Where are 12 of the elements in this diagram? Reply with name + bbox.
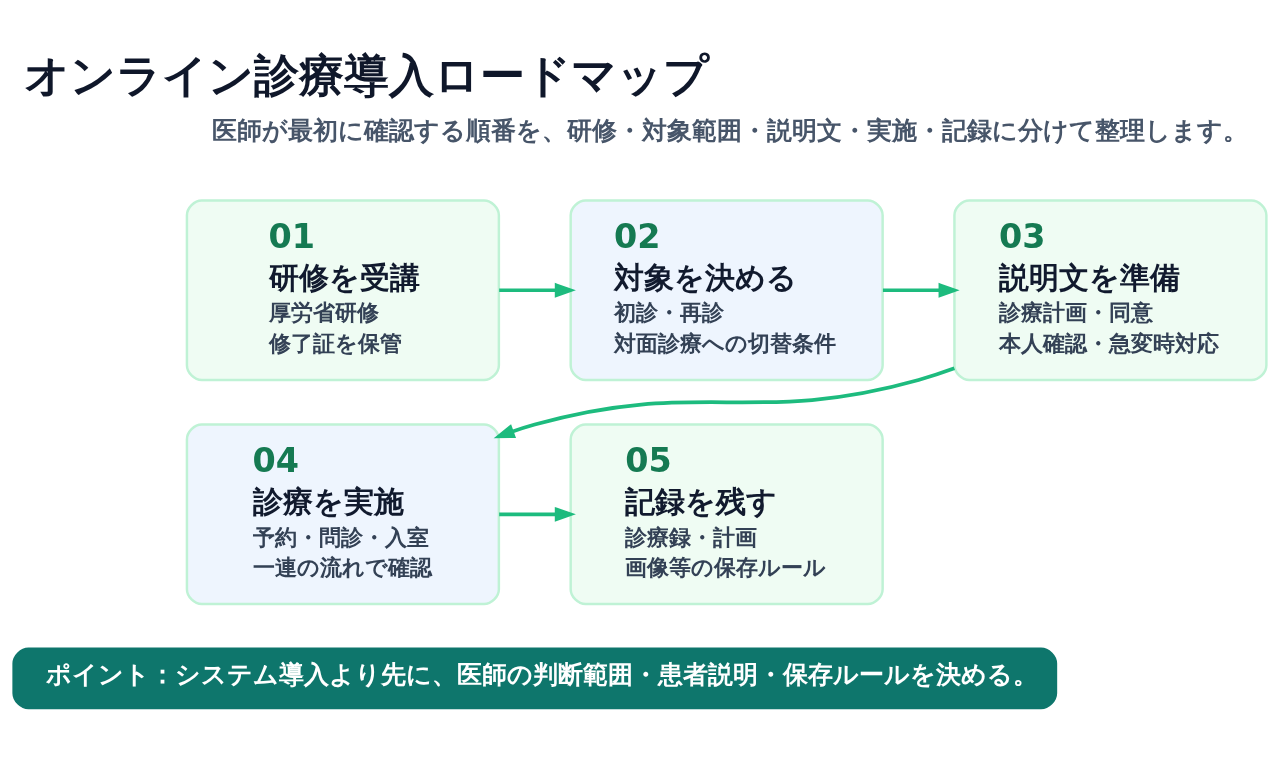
node-box: 05 記録を残す 診療録・計画 画像等の保存ルール <box>569 423 884 606</box>
node-box: 02 対象を決める 初診・再診 対面診療への切替条件 <box>569 199 884 382</box>
node-box: 03 説明文を準備 診療計画・同意 本人確認・急変時対応 <box>953 199 1268 382</box>
arrow <box>493 366 955 439</box>
node-box: 04 診療を実施 予約・問診・入室 一連の流れで確認 <box>185 423 501 606</box>
node-box: ポイント：システム導入より先に、医師の判断範囲・患者説明・保存ルールを決める。 <box>12 647 1058 710</box>
arrow <box>499 282 576 298</box>
node-box: 01 研修を受講 厚労省研修 修了証を保管 <box>185 199 501 382</box>
arrow <box>499 506 576 522</box>
diagram-title: オンライン診療導入ロードマップ <box>23 50 709 103</box>
arrow <box>882 282 960 298</box>
label: 医師が最初に確認する順番を、研修・対象範囲・説明文・実施・記録に分けて整理します。 <box>212 115 1249 145</box>
